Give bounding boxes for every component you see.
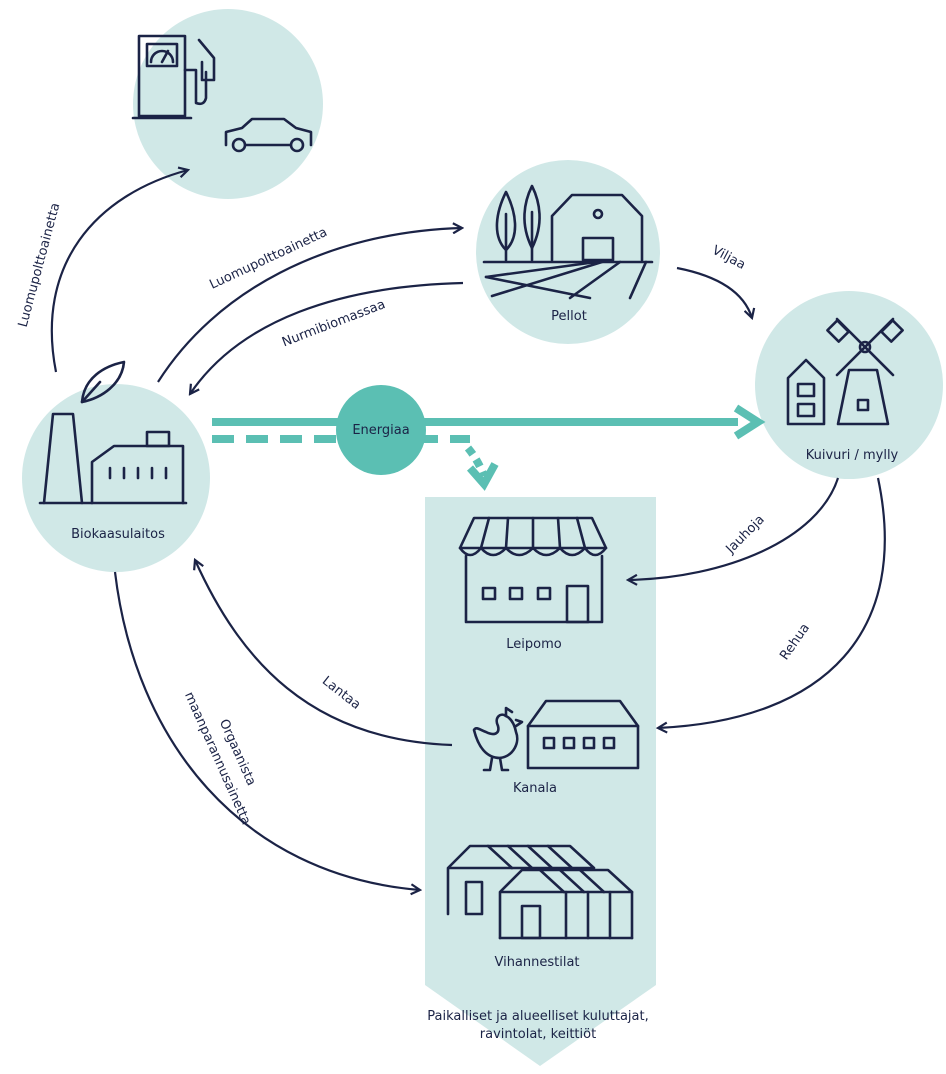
arrow-mill-to-henhouse (658, 477, 886, 728)
flow-label-fields-to-mill: Viljaa (709, 243, 747, 273)
fields-label: Pellot (551, 309, 587, 324)
energy-label: Energiaa (352, 423, 409, 438)
biogas-plant-label: Biokaasulaitos (71, 527, 165, 542)
farm-barn-icon (482, 184, 654, 300)
fuel-station-node (133, 9, 323, 199)
factory-leaf-icon (38, 360, 188, 505)
arrow-biogas-to-fields (157, 228, 462, 383)
arrow-fields-to-biogas (190, 281, 464, 394)
dryer-mill-label: Kuivuri / mylly (806, 448, 899, 463)
energy-flow (212, 385, 766, 491)
car-icon (224, 117, 313, 153)
shop-awning-icon (458, 516, 608, 624)
henhouse-label: Kanala (513, 781, 557, 796)
arrow-biogas-to-vegetables (113, 571, 420, 890)
arrow-fields-to-mill (676, 266, 752, 318)
windmill-icon (786, 317, 904, 426)
flow-label-henhouse-to-biogas: Lantaa (319, 674, 363, 713)
consumers-label-line-1: Paikalliset ja alueelliset kuluttajat, (427, 1009, 648, 1024)
flow-label-mill-to-henhouse: Rehua (777, 621, 813, 663)
fields-node (476, 160, 660, 344)
vegetable-farms-label: Vihannestilat (494, 955, 579, 970)
greenhouse-icon (446, 844, 634, 940)
arrow-mill-to-bakery (628, 477, 840, 580)
flow-label-biogas-to-fuel: Luomupolttoainetta (16, 201, 64, 329)
bakery-label: Leipomo (506, 637, 561, 652)
arrow-henhouse-to-biogas (195, 560, 453, 747)
consumer-pillar (425, 497, 656, 1066)
fuel-pump-icon (131, 34, 216, 120)
flow-label-fields-to-biogas: Nurmibiomassaa (280, 297, 387, 350)
hen-barn-icon (472, 699, 640, 772)
flow-label-mill-to-bakery: Jauhoja (723, 512, 768, 557)
arrow-biogas-to-fuel (50, 170, 188, 373)
consumers-label-line-2: ravintolat, keittiöt (480, 1027, 596, 1042)
